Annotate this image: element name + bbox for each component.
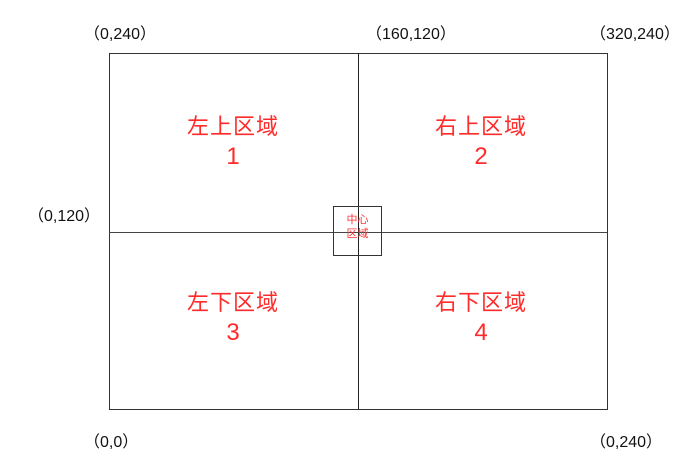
coord-top-left: （0,240） — [84, 26, 157, 43]
center-label-line2: 区域 — [346, 227, 369, 240]
region-name: 右上区域 — [434, 115, 527, 140]
center-region-label: 中心 区域 — [333, 213, 382, 241]
region-number: 4 — [474, 319, 488, 346]
coord-top-center: （160,120） — [366, 26, 456, 43]
center-label-line1: 中心 — [346, 213, 369, 226]
region-bottom-left: 左下区域 3 — [133, 290, 333, 348]
vertical-divider — [358, 53, 359, 409]
region-top-right: 右上区域 2 — [381, 114, 581, 172]
region-number: 1 — [226, 143, 240, 170]
region-number: 2 — [474, 143, 488, 170]
region-bottom-right: 右下区域 4 — [381, 290, 581, 348]
horizontal-divider — [109, 232, 607, 233]
region-name: 右下区域 — [434, 291, 527, 316]
region-name: 左下区域 — [186, 291, 279, 316]
region-number: 3 — [226, 319, 240, 346]
coord-middle-left: （0,120） — [28, 208, 101, 225]
coord-bottom-left: （0,0） — [84, 434, 139, 451]
center-region-box — [333, 206, 382, 256]
region-top-left: 左上区域 1 — [133, 114, 333, 172]
coord-bottom-right: （0,240） — [590, 434, 663, 451]
region-name: 左上区域 — [186, 115, 279, 140]
coord-top-right: （320,240） — [590, 26, 680, 43]
